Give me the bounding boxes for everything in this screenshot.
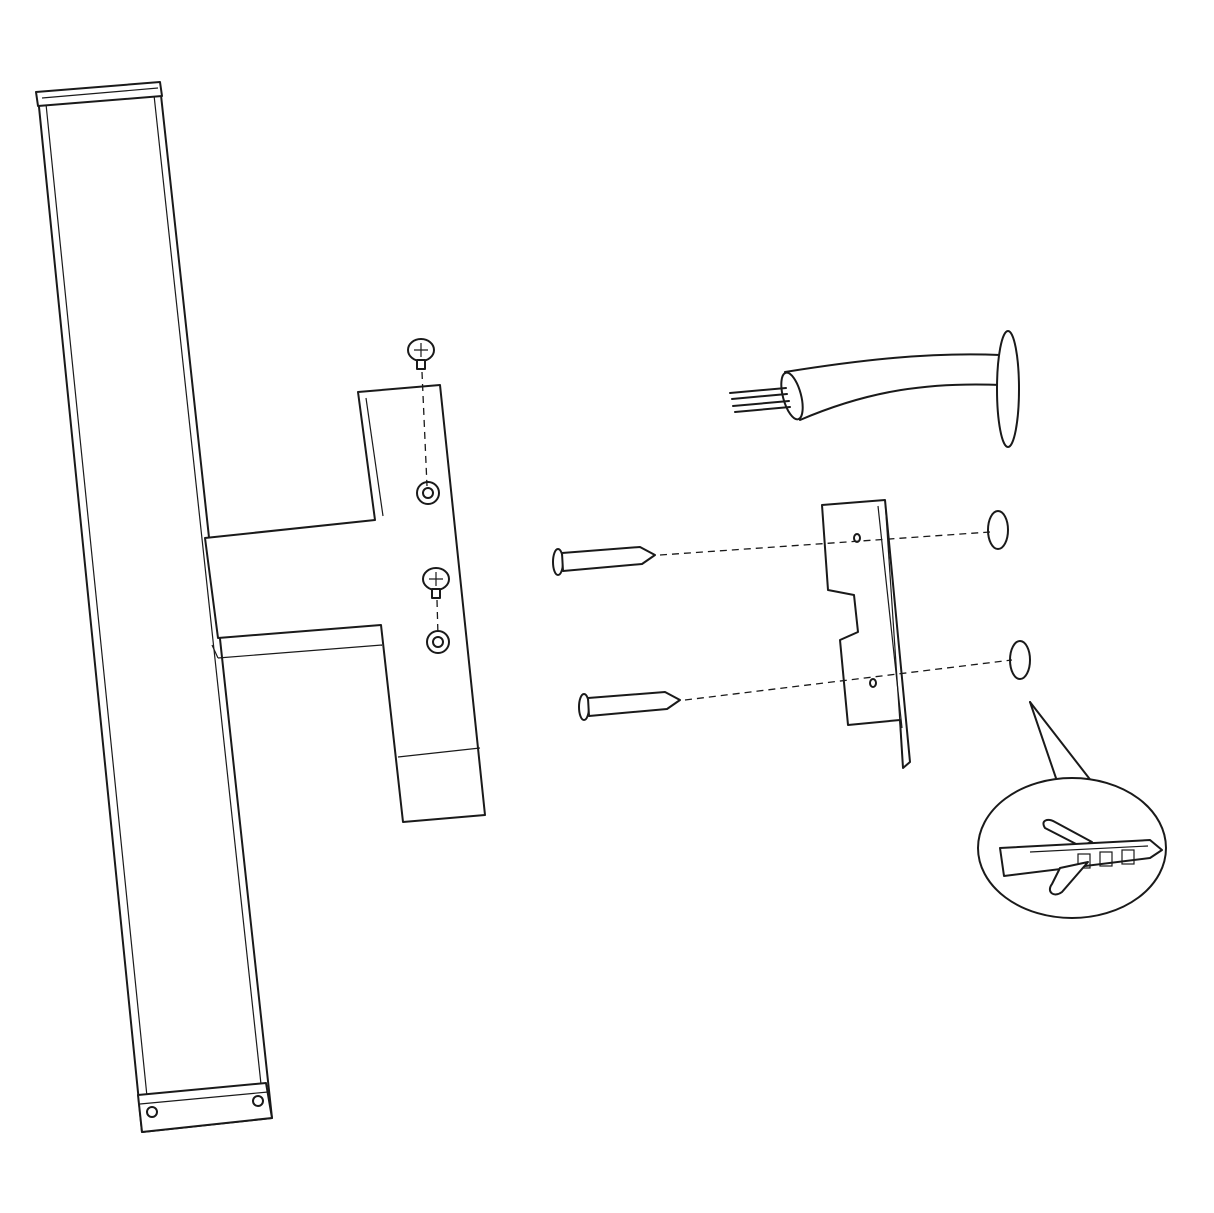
wall-screw <box>578 659 1013 721</box>
end-cap-screw-icon <box>252 1095 264 1107</box>
light-bar <box>35 81 273 1133</box>
wall-plug-hole <box>987 510 1009 550</box>
t-bracket <box>204 384 486 823</box>
wall-plate <box>996 330 1020 448</box>
wall-screw <box>552 531 991 576</box>
wall-plug-hole <box>1009 640 1031 680</box>
washer-hole-icon <box>416 481 440 505</box>
end-cap-screw-icon <box>146 1106 158 1118</box>
bracket-screw <box>407 338 435 487</box>
wall-plug-detail <box>977 701 1167 919</box>
wall-mounting-bracket <box>821 499 911 769</box>
washer-hole-icon <box>426 630 450 654</box>
power-cable <box>729 330 1020 448</box>
bracket-screw <box>422 567 450 637</box>
